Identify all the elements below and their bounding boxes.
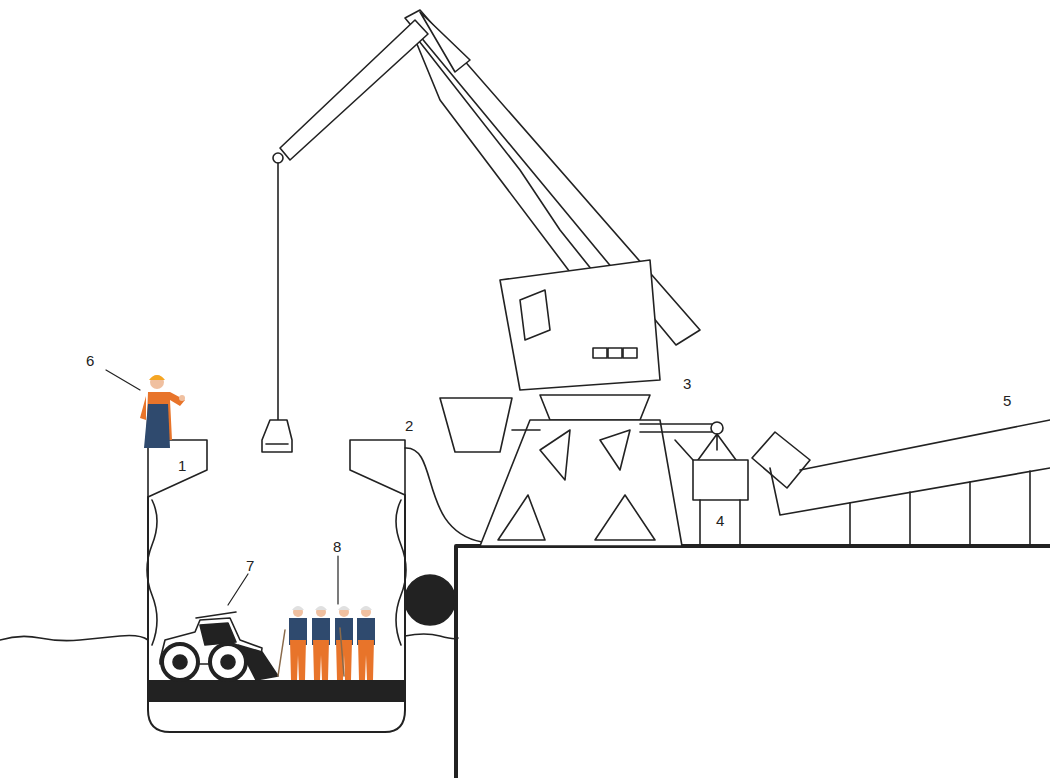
dock-workers [339, 607, 349, 617]
dock-workers [313, 640, 329, 680]
quay-wall [456, 546, 1050, 778]
crane-grab [262, 420, 292, 452]
hopper [711, 422, 723, 434]
dock-workers [361, 607, 371, 617]
fender [405, 575, 455, 625]
conveyor [800, 420, 1050, 470]
dock-workers [292, 606, 304, 610]
crane-grab [266, 443, 288, 445]
harbour-crane [500, 260, 660, 390]
ship-hull [350, 440, 405, 495]
conveyor [1029, 471, 1031, 546]
hopper [698, 434, 736, 460]
water-line [405, 634, 458, 639]
dock-workers [290, 640, 306, 680]
harbour-crane [640, 423, 712, 425]
harbour-crane [412, 32, 600, 292]
ship-hull [148, 680, 405, 702]
conveyor [752, 420, 1050, 546]
harbour-crane [540, 430, 570, 480]
conveyor [849, 503, 851, 546]
dock-workers [340, 628, 344, 676]
signalman [140, 396, 146, 420]
harbour-crane [512, 429, 540, 431]
conveyor [909, 492, 911, 546]
dock-workers [278, 630, 285, 676]
harbour-crane [540, 395, 650, 420]
harbour-crane [593, 348, 607, 358]
harbour-crane [273, 10, 712, 546]
ship-hull [147, 440, 406, 732]
signalman [144, 404, 170, 448]
callout-number: 2 [405, 418, 413, 433]
dock-workers [338, 606, 350, 610]
leader-line [337, 556, 338, 604]
hopper [675, 422, 748, 546]
dock-workers [312, 606, 330, 680]
harbour-crane [600, 430, 630, 470]
mooring-line [405, 448, 482, 542]
callout-number: 1 [178, 458, 186, 473]
harbour-crane [498, 495, 545, 540]
harbour-crane [608, 348, 622, 358]
harbour-crane [280, 20, 428, 160]
wheel-loader [221, 655, 235, 669]
ship-hull [148, 495, 405, 732]
mooring-line [405, 448, 482, 542]
leader-line [106, 370, 140, 390]
wheel-loader [196, 612, 236, 618]
harbour-crane [520, 290, 550, 340]
ship-hull [396, 500, 406, 645]
wheel-loader [162, 644, 198, 680]
leader-line [106, 370, 338, 605]
wheel-loader [210, 644, 246, 680]
dock-workers [360, 606, 372, 610]
wheel-loader [173, 655, 187, 669]
crane-grab [262, 163, 292, 452]
callout-number: 4 [716, 513, 724, 528]
crane-grab [277, 163, 279, 420]
dock-workers [316, 607, 326, 617]
harbour-crane [480, 420, 682, 546]
harbour-crane [440, 398, 512, 452]
wheel-loader [200, 623, 236, 645]
dock-workers [357, 606, 375, 680]
dock-workers [335, 606, 353, 680]
dock-workers [293, 607, 303, 617]
hopper [699, 500, 701, 546]
harbour-crane [273, 153, 283, 163]
quay-wall [456, 546, 1050, 778]
dock-workers [278, 606, 307, 680]
signalman [179, 395, 185, 401]
callout-number: 3 [683, 376, 691, 391]
dock-workers [358, 640, 374, 680]
hopper [693, 460, 748, 500]
ship-hull [148, 440, 207, 497]
hopper [739, 500, 741, 546]
ship-hull [147, 500, 157, 645]
water-line [0, 636, 148, 641]
dock-workers [315, 606, 327, 610]
callout-number: 5 [1003, 393, 1011, 408]
harbour-crane [623, 348, 637, 358]
signalman [140, 375, 185, 448]
hopper [675, 440, 693, 460]
conveyor [752, 432, 810, 488]
callout-number: 7 [246, 558, 254, 573]
signalman [149, 375, 165, 380]
leader-line [228, 574, 248, 605]
wheel-loader [160, 612, 278, 680]
conveyor [969, 482, 971, 546]
harbour-crane [420, 12, 470, 72]
callout-number: 6 [86, 353, 94, 368]
harbour-crane [595, 495, 655, 540]
dock-workers [278, 606, 375, 680]
callout-number: 8 [333, 539, 341, 554]
harbour-crane [640, 431, 712, 433]
fender [405, 575, 455, 625]
signalman [150, 375, 164, 389]
